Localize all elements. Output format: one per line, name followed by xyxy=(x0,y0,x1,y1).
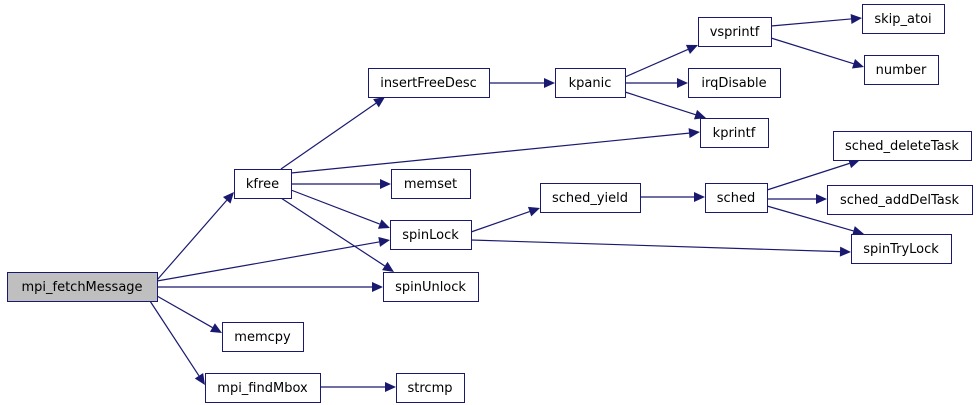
node-box-memcpy[interactable] xyxy=(222,322,304,352)
node-box-spinLock[interactable] xyxy=(390,220,472,250)
edge-kfree-to-insertFreeDesc xyxy=(280,97,385,170)
edge-mpi_fetchMessage-to-memcpy xyxy=(156,295,222,333)
edge-kpanic-to-irqDisable xyxy=(625,78,688,88)
edge-mpi_fetchMessage-to-spinLock xyxy=(156,236,390,282)
edge-mpi_fetchMessage-to-mpi_findMbox xyxy=(149,300,205,385)
node-spinLock[interactable]: spinLock xyxy=(390,220,472,250)
edge-mpi_fetchMessage-to-spinUnlock xyxy=(157,282,383,292)
node-box-number[interactable] xyxy=(864,55,939,85)
edge-kpanic-to-vsprintf xyxy=(624,44,698,78)
node-box-sched_addDelTask[interactable] xyxy=(827,185,973,215)
node-spinTryLock[interactable]: spinTryLock xyxy=(851,234,952,264)
node-box-spinTryLock[interactable] xyxy=(851,234,952,264)
node-box-irqDisable[interactable] xyxy=(688,68,781,98)
node-sched_yield[interactable]: sched_yield xyxy=(540,183,641,213)
node-memcpy[interactable]: memcpy xyxy=(222,322,304,352)
node-insertFreeDesc[interactable]: insertFreeDesc xyxy=(368,68,490,98)
edge-kfree-to-kprintf xyxy=(290,128,700,174)
edge-kpanic-to-kprintf xyxy=(624,91,706,120)
node-mpi_fetchMessage[interactable]: mpi_fetchMessage xyxy=(7,272,158,302)
node-memset[interactable]: memset xyxy=(391,169,471,199)
node-skip_atoi[interactable]: skip_atoi xyxy=(862,4,945,34)
node-box-kpanic[interactable] xyxy=(555,68,626,98)
edge-kfree-to-spinUnlock xyxy=(280,197,394,272)
node-sched_deleteTask[interactable]: sched_deleteTask xyxy=(833,131,972,161)
nodes-layer: mpi_fetchMessage kfree insertFreeDesc kpani… xyxy=(7,4,973,403)
node-vsprintf[interactable]: vsprintf xyxy=(698,17,772,47)
edges-layer xyxy=(149,13,864,392)
node-sched_addDelTask[interactable]: sched_addDelTask xyxy=(827,185,973,215)
node-number[interactable]: number xyxy=(864,55,939,85)
node-spinUnlock[interactable]: spinUnlock xyxy=(383,272,479,302)
node-mpi_findMbox[interactable]: mpi_findMbox xyxy=(205,373,321,403)
node-box-kfree[interactable] xyxy=(234,169,292,199)
edge-vsprintf-to-skip_atoi xyxy=(770,13,862,27)
node-irqDisable[interactable]: irqDisable xyxy=(688,68,781,98)
node-strcmp[interactable]: strcmp xyxy=(396,373,465,403)
node-kfree[interactable]: kfree xyxy=(234,169,292,199)
node-box-memset[interactable] xyxy=(391,169,471,199)
node-box-mpi_findMbox[interactable] xyxy=(205,373,321,403)
edge-sched-to-sched_addDelTask xyxy=(767,194,827,204)
node-kprintf[interactable]: kprintf xyxy=(700,118,769,148)
edge-mpi_fetchMessage-to-kfree xyxy=(156,192,234,281)
edge-vsprintf-to-number xyxy=(770,37,864,69)
node-box-sched_yield[interactable] xyxy=(540,183,641,213)
edge-sched_yield-to-sched xyxy=(640,192,705,202)
node-box-vsprintf[interactable] xyxy=(698,17,772,47)
node-box-skip_atoi[interactable] xyxy=(862,4,945,34)
node-box-sched[interactable] xyxy=(705,183,768,213)
edge-spinLock-to-spinTryLock xyxy=(470,239,851,257)
edge-sched-to-spinTryLock xyxy=(766,205,864,236)
edge-kfree-to-memset xyxy=(291,179,391,189)
node-box-spinUnlock[interactable] xyxy=(383,272,479,302)
edge-spinLock-to-sched_yield xyxy=(470,206,540,233)
node-sched[interactable]: sched xyxy=(705,183,768,213)
node-box-kprintf[interactable] xyxy=(700,118,769,148)
edge-kfree-to-spinLock xyxy=(290,189,390,229)
node-box-sched_deleteTask[interactable] xyxy=(833,131,972,161)
edge-insertFreeDesc-to-kpanic xyxy=(489,78,555,88)
node-box-mpi_fetchMessage[interactable] xyxy=(7,272,158,302)
edge-mpi_findMbox-to-strcmp xyxy=(320,382,396,392)
node-kpanic[interactable]: kpanic xyxy=(555,68,626,98)
node-box-insertFreeDesc[interactable] xyxy=(368,68,490,98)
node-box-strcmp[interactable] xyxy=(396,373,465,403)
